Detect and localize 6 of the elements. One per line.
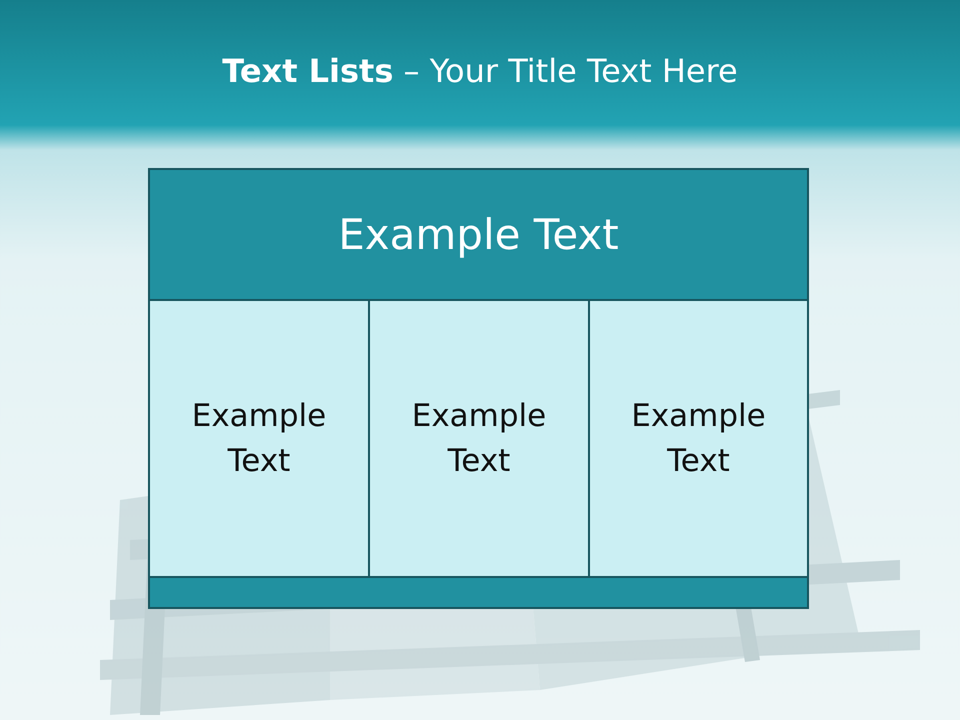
text-panel: Example Text [368, 299, 590, 578]
footer-bar [148, 576, 809, 609]
text-panel: Example Text [588, 299, 809, 578]
text-panel: Example Text [148, 299, 370, 578]
slide-title: Text Lists – Your Title Text Here [221, 52, 739, 90]
header-band: Example Text [148, 168, 809, 301]
